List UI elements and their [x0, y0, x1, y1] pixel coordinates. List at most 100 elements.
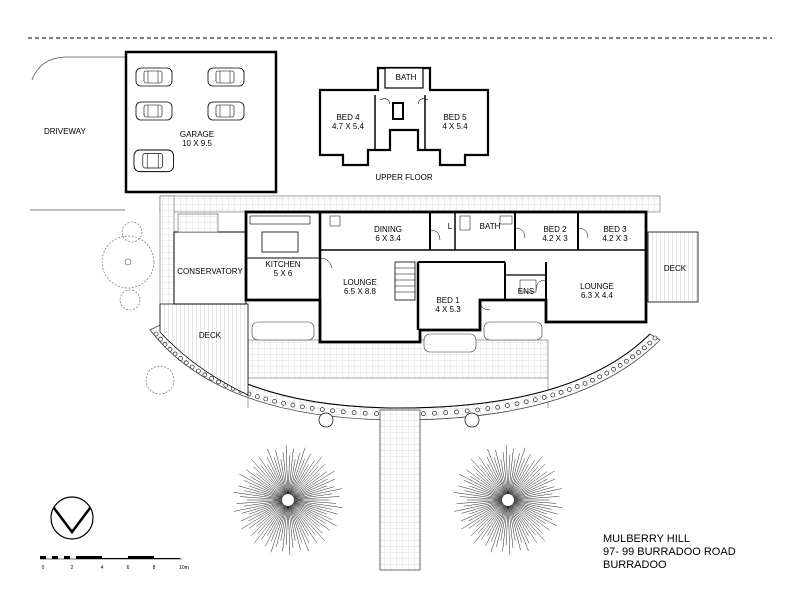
tree-ray [292, 473, 320, 497]
tree-ray [495, 449, 507, 495]
hedge-dot [351, 410, 357, 415]
tree-ray [491, 505, 507, 542]
hedge-dot [454, 409, 459, 415]
hedge-dot [590, 377, 595, 383]
hedge-dot [636, 350, 641, 355]
tree-ray [293, 502, 337, 527]
tree-ray [293, 500, 343, 508]
hedge-dot [254, 394, 260, 399]
hedge-dot [647, 340, 653, 346]
tree-ray [293, 500, 332, 510]
tree-ray [508, 459, 516, 495]
property-address: 97- 99 BURRADOO ROAD [603, 546, 736, 558]
tree-ray [502, 505, 508, 552]
tree-ray [469, 501, 503, 515]
tree-ray [512, 471, 548, 497]
tree-ray [267, 464, 286, 495]
kitchen-label: KITCHEN [265, 260, 300, 269]
tree-ray [271, 505, 287, 542]
tree-ray [275, 449, 287, 495]
hedge-dot [505, 403, 510, 408]
hedge-dot [172, 351, 178, 357]
tree-ray [249, 501, 283, 515]
tree-ray [260, 464, 285, 496]
hedge-dot [532, 397, 538, 403]
tree-ray [267, 505, 286, 536]
tree-ray [291, 456, 323, 496]
hedge-dot [374, 411, 379, 416]
shrub-icon [318, 412, 480, 428]
tree-ray [509, 447, 526, 495]
hedge-dot [495, 404, 501, 410]
tree-ray [512, 464, 546, 496]
bath-label: BATH [480, 222, 501, 231]
hedge-dot [514, 401, 520, 407]
tree-ray [293, 486, 335, 499]
deck-right-label: DECK [664, 264, 687, 273]
tree-ray [469, 476, 504, 498]
tree-ray [453, 492, 503, 500]
hedge-dot [604, 370, 610, 376]
bed5-label: BED 5 [443, 113, 467, 122]
dining-label: DINING [374, 225, 402, 234]
tree-ray [282, 505, 288, 552]
hedge-dot [420, 411, 426, 417]
hedge-dot [209, 376, 214, 381]
tree-ray [290, 505, 309, 536]
tree-ray [513, 500, 563, 508]
tree-ray [276, 505, 287, 547]
hedge-dot [475, 407, 480, 413]
garage: GARAGE 10 X 9.5 [124, 50, 278, 194]
tree-ray [234, 500, 283, 512]
property-name: MULBERRY HILL [603, 533, 690, 545]
tree-ray [290, 464, 309, 495]
kitchen-size: 5 X 6 [274, 269, 293, 278]
car-icon [135, 101, 173, 121]
tree-ray [512, 503, 550, 531]
tree-ray [471, 458, 505, 496]
tree-ray [290, 505, 310, 544]
hedge-dot [183, 360, 189, 366]
tree-ray [509, 505, 529, 552]
hedge-dot [485, 406, 491, 411]
tree-ray [510, 453, 531, 495]
tree-ray [292, 503, 320, 527]
hedge-dot [630, 354, 636, 360]
hedge-dot [216, 379, 221, 385]
tree-ray [513, 500, 552, 510]
tree-ray [476, 473, 504, 497]
tree-ray [292, 464, 326, 496]
hedge-dot [582, 381, 588, 386]
title-block: MULBERRY HILL 97- 99 BURRADOO ROAD BURRA… [603, 533, 736, 571]
tree-ray [291, 459, 316, 496]
tree-ray [466, 469, 504, 497]
tree-ray [293, 493, 333, 500]
hedge-dot [597, 374, 603, 380]
tree-ray [293, 500, 337, 504]
bed3-size: 4.2 X 3 [602, 234, 628, 243]
right-deck: DECK [647, 231, 699, 303]
tree-ray [464, 490, 503, 500]
tree-ray [490, 505, 507, 553]
tree-ray [291, 466, 319, 496]
driveway-label: DRIVEWAY [44, 127, 86, 136]
tree-ray [469, 485, 503, 499]
hedge-dot [624, 358, 629, 364]
tree-ray [513, 488, 562, 500]
tree-ray [512, 502, 547, 524]
tree-ray [512, 503, 540, 527]
car-icon [207, 101, 245, 121]
deck-left-label: DECK [199, 331, 222, 340]
upper-bath-label: BATH [396, 73, 417, 82]
tree-ray [256, 473, 284, 497]
tree-ray [265, 505, 286, 547]
tree-ray [251, 458, 285, 496]
tree-ray [509, 458, 525, 495]
tree-ray [513, 485, 547, 499]
tree-ray [463, 500, 503, 507]
tree-ray [293, 485, 327, 499]
hedge-dot [178, 356, 183, 361]
tree-ray [507, 455, 510, 495]
tree-ray [260, 504, 285, 541]
tree-ray [248, 503, 284, 529]
